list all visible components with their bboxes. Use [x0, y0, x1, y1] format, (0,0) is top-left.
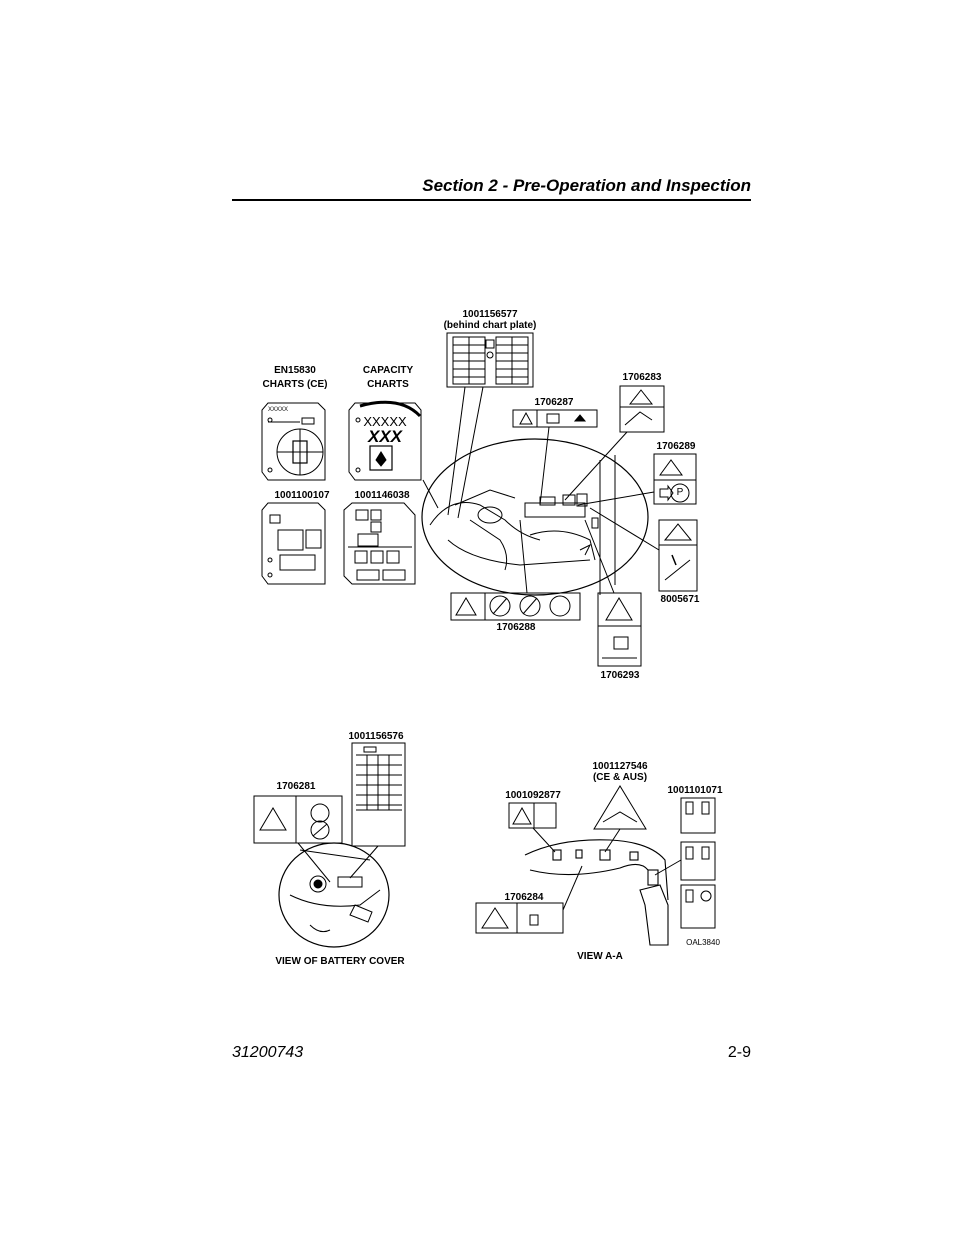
label-1706281: 1706281	[276, 781, 316, 792]
decal-1706289	[653, 453, 697, 505]
section-title: Section 2 - Pre-Operation and Inspection	[422, 176, 751, 195]
console-drawing	[524, 839, 669, 946]
label-charts-ce: CHARTS (CE)	[262, 379, 328, 390]
label-en15830: EN15830	[274, 365, 316, 376]
decal-1706281	[253, 795, 343, 844]
leader-lines-view-aa	[532, 827, 682, 911]
en15830-chart-decal	[261, 402, 326, 481]
label-1001127546-group: 1001127546 (CE & AUS)	[580, 761, 660, 783]
label-1001127546: 1001127546	[592, 761, 648, 772]
label-1001156576: 1001156576	[348, 731, 404, 742]
label-1706287: 1706287	[534, 397, 574, 408]
decal-1001156576	[351, 742, 406, 847]
label-1706289: 1706289	[656, 441, 696, 452]
decal-1001146038	[343, 502, 416, 585]
label-1001092877: 1001092877	[505, 790, 561, 801]
park-p-glyph: P	[676, 487, 684, 498]
label-view-a-a: VIEW A-A	[577, 951, 623, 962]
decal-1001101071	[680, 797, 716, 929]
decal-1001127546	[593, 785, 647, 830]
header-rule	[232, 199, 751, 201]
label-1706284: 1706284	[504, 892, 544, 903]
document-number: 31200743	[232, 1044, 304, 1061]
decal-1706288	[450, 592, 581, 621]
capacity-chart-decal	[348, 400, 422, 481]
label-charts: CHARTS	[367, 379, 409, 390]
label-1706293: 1706293	[600, 670, 640, 681]
label-1706288: 1706288	[496, 622, 536, 633]
capacity-xxx-text: XXX	[367, 427, 403, 446]
leader-lines-top	[422, 386, 660, 594]
decal-1001092877	[508, 802, 557, 829]
en15830-xxxxx-text: XXXXX	[268, 407, 289, 413]
label-1001101071: 1001101071	[667, 785, 723, 796]
label-behind-chart-plate: (behind chart plate)	[443, 320, 537, 331]
label-1706283: 1706283	[622, 372, 662, 383]
label-1001156577-group: 1001156577 (behind chart plate)	[440, 309, 540, 331]
label-en15830-group: EN15830 CHARTS (CE)	[260, 365, 330, 390]
label-1001146038: 1001146038	[354, 490, 410, 501]
label-capacity: CAPACITY	[362, 365, 414, 376]
decal-1706284	[475, 902, 564, 934]
battery-cover-oval	[278, 842, 390, 948]
page-number: 2-9	[727, 1044, 751, 1061]
label-view-battery-cover: VIEW OF BATTERY COVER	[275, 956, 405, 967]
cab-interior-drawing	[429, 455, 616, 595]
decal-8005671	[658, 519, 698, 592]
label-8005671: 8005671	[660, 594, 700, 605]
decal-1706287	[512, 409, 598, 428]
label-1001100107: 1001100107	[274, 490, 330, 501]
decal-1001100107	[261, 502, 326, 585]
decal-1706293	[597, 592, 642, 667]
label-1001156577: 1001156577	[462, 309, 518, 320]
leader-lines-battery	[297, 842, 379, 883]
decal-1706283	[619, 385, 665, 433]
decal-1001156577	[446, 332, 534, 388]
label-ce-aus: (CE & AUS)	[592, 772, 648, 783]
battery-cover-drawing	[289, 849, 381, 933]
label-capacity-group: CAPACITY CHARTS	[355, 365, 421, 390]
label-oal3840: OAL3840	[686, 938, 720, 947]
capacity-xxxxx-text: XXXXX	[363, 414, 407, 429]
cab-view-oval	[421, 438, 649, 596]
